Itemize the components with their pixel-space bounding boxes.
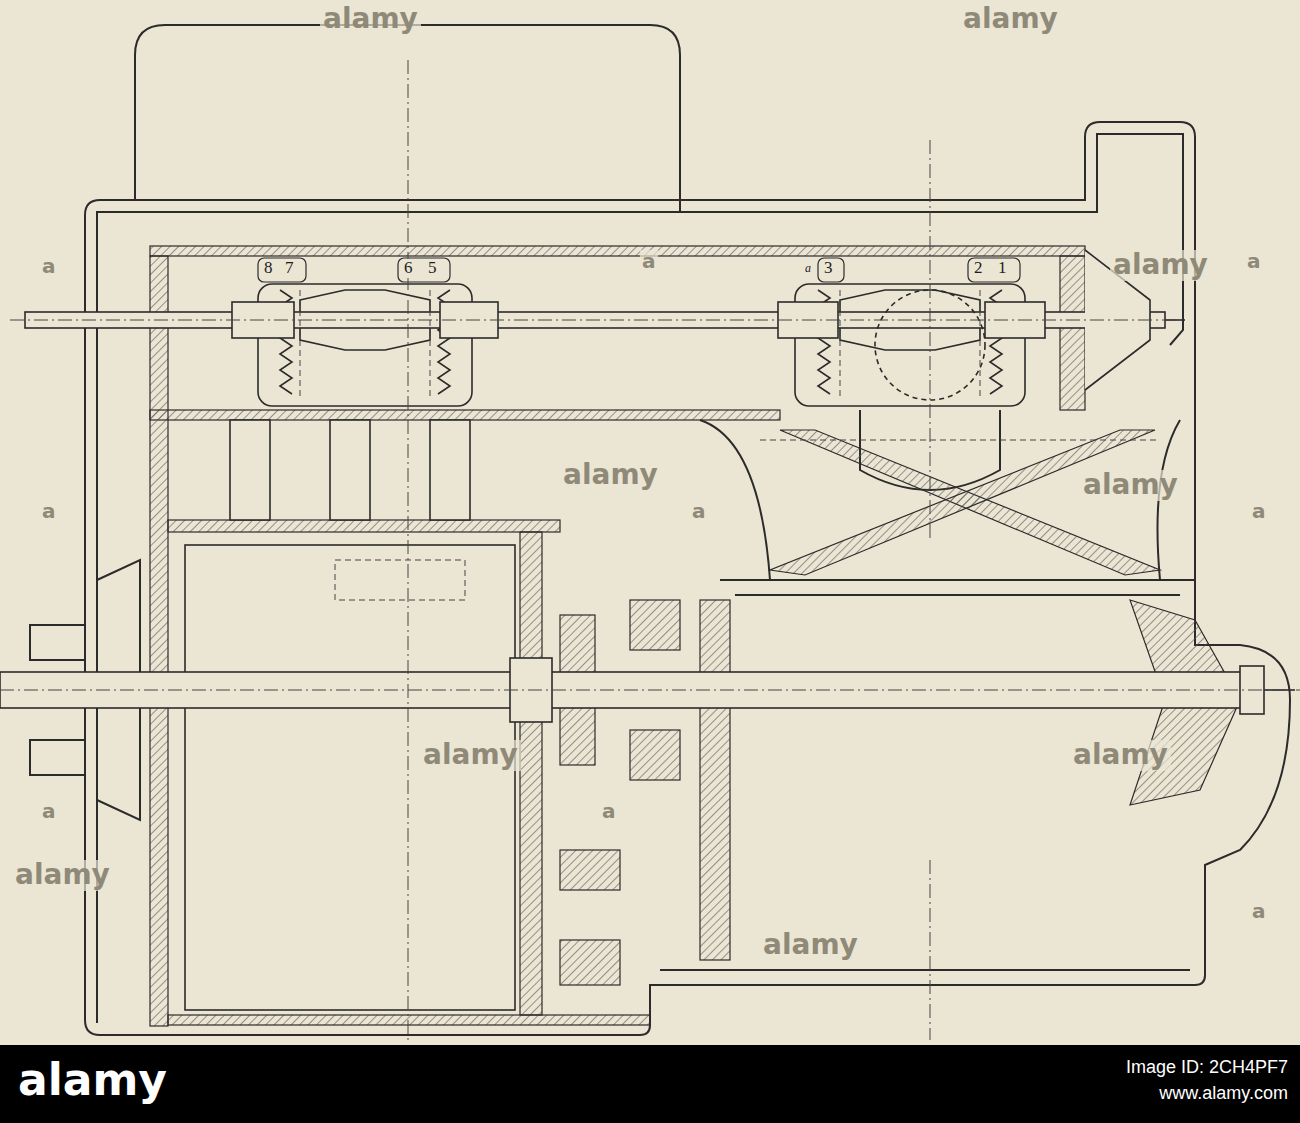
hatched-wall — [150, 256, 168, 1026]
watermark: a — [600, 800, 618, 822]
callout-number: 3 — [822, 259, 835, 278]
outer-housing — [85, 122, 1290, 1035]
watermark: alamy — [12, 860, 113, 891]
callout-bracket — [258, 258, 306, 282]
hatched-wall — [168, 1015, 650, 1025]
support-post — [430, 420, 470, 520]
hatched-bearing — [630, 730, 680, 780]
callout-bracket — [818, 258, 844, 282]
hidden-line — [760, 440, 1160, 441]
inner-housing-wall — [97, 134, 1183, 1023]
hidden-line — [840, 290, 841, 400]
centre-line — [10, 320, 1180, 321]
watermark: a — [1250, 500, 1268, 522]
sectioned-walls — [150, 246, 1240, 1026]
centre-lines — [0, 60, 1300, 1040]
hidden-lines — [300, 290, 1160, 600]
stock-logo: alamy — [18, 1056, 167, 1104]
hatched-bearing — [630, 600, 680, 650]
casing-inner-bottom — [660, 969, 1190, 971]
watermark: alamy — [760, 930, 861, 961]
watermark: alamy — [320, 4, 421, 35]
hatched-wall — [520, 532, 542, 1015]
hatched-brace — [770, 430, 1155, 575]
callout-letter: a — [804, 262, 812, 275]
housing-outline — [30, 25, 1290, 1035]
watermark: alamy — [560, 460, 661, 491]
hidden-outline — [335, 560, 465, 600]
watermark: a — [690, 500, 708, 522]
watermark: alamy — [1070, 740, 1171, 771]
callout-number: 8 — [262, 259, 275, 278]
centre-line — [930, 140, 931, 540]
watermark: alamy — [1080, 470, 1181, 501]
watermark: a — [40, 500, 58, 522]
callout-number: 5 — [426, 259, 439, 278]
hidden-line — [430, 290, 431, 400]
callout-brackets — [258, 258, 1020, 282]
housing-joint — [679, 200, 681, 212]
flange-boss — [30, 625, 85, 660]
centre-line — [0, 690, 1300, 691]
hidden-line — [980, 290, 981, 400]
hidden-line — [300, 290, 301, 400]
hatched-bearing — [560, 850, 620, 890]
callout-number: 2 — [972, 259, 985, 278]
hatched-wall — [168, 520, 560, 532]
watermark: alamy — [420, 740, 521, 771]
callout-number: 6 — [402, 259, 415, 278]
hatched-wall — [1060, 256, 1085, 410]
image-id: Image ID: 2CH4PF7 — [1126, 1058, 1288, 1078]
callout-number: 7 — [283, 259, 296, 278]
watermark: a — [1250, 900, 1268, 922]
callout-bracket — [968, 258, 1020, 282]
hatched-bearing — [560, 940, 620, 985]
watermark: a — [1245, 250, 1263, 272]
callout-bracket — [398, 258, 450, 282]
watermark: alamy — [1110, 250, 1211, 281]
motor-casing-inner — [735, 594, 1180, 596]
casing-curve — [700, 420, 770, 580]
hatched-wall — [150, 410, 780, 420]
hatched-wall — [150, 246, 1085, 256]
watermark: a — [40, 800, 58, 822]
gear-sets — [0, 250, 1295, 1010]
motor-casing-top — [720, 579, 1195, 581]
support-post — [230, 420, 270, 520]
stock-footer-bar — [0, 1045, 1300, 1123]
stock-url: www.alamy.com — [1159, 1084, 1288, 1104]
flange-boss — [30, 740, 85, 775]
callout-number: 1 — [996, 259, 1009, 278]
watermark: alamy — [960, 4, 1061, 35]
hatched-pillar — [700, 600, 730, 960]
centre-line — [930, 860, 931, 1040]
watermark: a — [640, 250, 658, 272]
lower-chamber — [185, 545, 515, 1010]
centre-line — [408, 60, 409, 1040]
watermark: a — [40, 255, 58, 277]
support-post — [330, 420, 370, 520]
